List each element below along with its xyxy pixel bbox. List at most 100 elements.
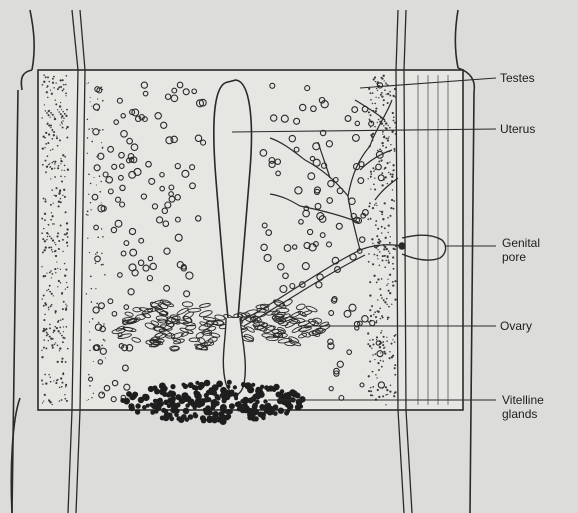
stipple-dot [44, 104, 45, 105]
stipple-dot [50, 270, 52, 272]
stipple-dot [387, 102, 389, 104]
stipple-dot [385, 404, 386, 405]
stipple-dot [372, 207, 374, 209]
stipple-dot [91, 106, 92, 107]
stipple-dot [101, 202, 102, 203]
stipple-dot [60, 225, 62, 227]
stipple-dot [63, 189, 65, 191]
stipple-dot [377, 258, 378, 259]
stipple-dot [393, 116, 395, 118]
stipple-dot [66, 128, 67, 129]
stipple-dot [381, 142, 383, 144]
stipple-dot [87, 214, 88, 215]
stipple-dot [62, 90, 64, 92]
stipple-dot [61, 122, 63, 124]
stipple-dot [394, 364, 396, 366]
stipple-dot [61, 361, 63, 363]
stipple-dot [48, 114, 50, 116]
stipple-dot [395, 334, 397, 336]
stipple-dot [372, 243, 373, 244]
stipple-dot [381, 150, 382, 151]
stipple-dot [46, 91, 48, 93]
stipple-dot [65, 308, 67, 310]
stipple-dot [102, 100, 104, 102]
vitelline-follicle [204, 393, 209, 398]
stipple-dot [45, 160, 47, 162]
stipple-dot [60, 158, 61, 159]
stipple-dot [391, 199, 393, 201]
stipple-dot [394, 88, 396, 90]
stipple-dot [382, 131, 384, 133]
vitelline-follicle [168, 390, 172, 394]
stipple-dot [49, 81, 51, 83]
vitelline-follicle [247, 415, 253, 421]
stipple-dot [381, 211, 383, 213]
stipple-dot [52, 149, 54, 151]
stipple-dot [46, 232, 48, 234]
stipple-dot [44, 240, 46, 242]
stipple-dot [67, 286, 69, 288]
stipple-dot [385, 137, 387, 139]
stipple-dot [380, 352, 381, 353]
stipple-dot [372, 354, 374, 356]
stipple-dot [103, 323, 104, 324]
stipple-dot [377, 150, 379, 152]
stipple-dot [57, 321, 59, 323]
stipple-dot [377, 228, 379, 230]
stipple-dot [384, 353, 386, 355]
stipple-dot [102, 147, 103, 148]
stipple-dot [53, 87, 54, 88]
stipple-dot [379, 148, 381, 150]
stipple-dot [387, 217, 389, 219]
vitelline-follicle [149, 403, 153, 407]
stipple-dot [67, 232, 68, 233]
stipple-dot [391, 176, 393, 178]
vitelline-follicle [169, 399, 175, 405]
stipple-dot [55, 244, 56, 245]
vitelline-follicle [264, 404, 271, 411]
vitelline-follicle [135, 403, 140, 408]
stipple-dot [61, 386, 63, 388]
stipple-dot [393, 120, 395, 122]
stipple-dot [66, 109, 68, 111]
vitelline-follicle [285, 396, 292, 403]
vitelline-follicle [183, 396, 189, 402]
stipple-dot [392, 112, 394, 114]
stipple-dot [385, 82, 387, 84]
stipple-dot [44, 374, 46, 376]
stipple-dot [105, 358, 106, 359]
stipple-dot [88, 128, 90, 130]
stipple-dot [61, 358, 63, 360]
stipple-dot [62, 195, 63, 196]
stipple-dot [62, 111, 64, 113]
stipple-dot [87, 137, 89, 139]
stipple-dot [64, 170, 65, 171]
stipple-dot [389, 161, 390, 162]
vitelline-follicle [264, 385, 269, 390]
stipple-dot [387, 318, 389, 320]
stipple-dot [98, 322, 100, 324]
stipple-dot [377, 90, 378, 91]
stipple-dot [59, 333, 60, 334]
stipple-dot [57, 167, 59, 169]
stipple-dot [376, 339, 377, 340]
stipple-dot [368, 375, 370, 377]
stipple-dot [392, 174, 394, 176]
stipple-dot [370, 218, 372, 220]
stipple-dot [46, 273, 47, 274]
stipple-dot [58, 280, 60, 282]
stipple-dot [65, 95, 66, 96]
vitelline-follicle [173, 405, 178, 410]
stipple-dot [381, 366, 383, 368]
stipple-dot [394, 341, 396, 343]
stipple-dot [392, 256, 394, 258]
stipple-dot [375, 224, 377, 226]
vitelline-follicle [188, 382, 194, 388]
stipple-dot [50, 338, 52, 340]
vitelline-follicle [247, 386, 254, 393]
vitelline-follicle [278, 408, 284, 414]
stipple-dot [101, 142, 102, 143]
stipple-dot [43, 347, 45, 349]
vitelline-follicle [286, 409, 290, 413]
stipple-dot [63, 331, 64, 332]
